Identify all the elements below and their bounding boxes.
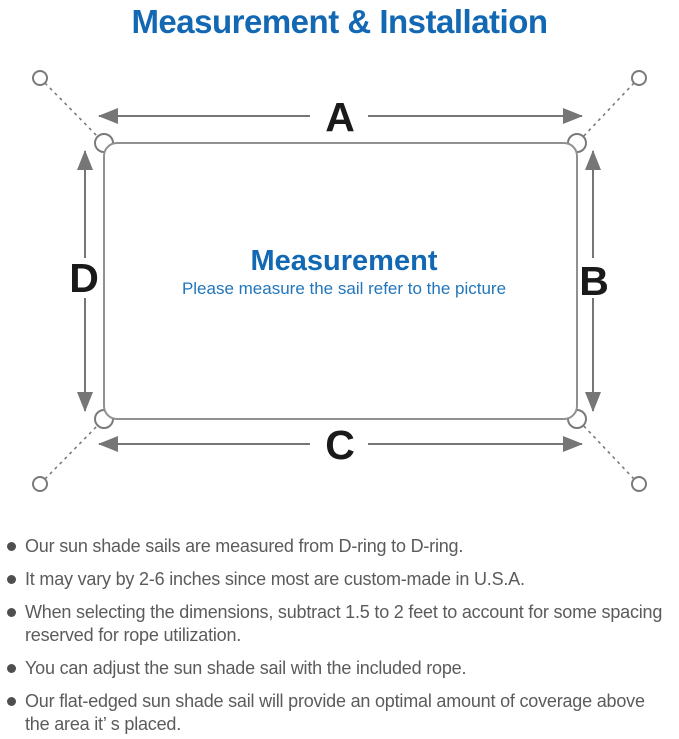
bullet-icon xyxy=(7,575,16,584)
note-item-subtract-spacing: When selecting the dimensions, subtract … xyxy=(7,601,676,647)
note-text: Our flat-edged sun shade sail will provi… xyxy=(25,691,645,734)
dimension-label-a: A xyxy=(325,94,355,140)
page-title: Measurement & Installation xyxy=(131,3,548,40)
bullet-icon xyxy=(7,608,16,617)
anchor-point-top-left xyxy=(32,70,48,86)
diagram-heading: Measurement xyxy=(251,245,438,277)
bullet-icon xyxy=(7,542,16,551)
diagram-subheading: Please measure the sail refer to the pic… xyxy=(182,279,506,298)
dimension-label-d: D xyxy=(69,255,99,301)
note-text: It may vary by 2-6 inches since most are… xyxy=(25,569,525,589)
note-text: When selecting the dimensions, subtract … xyxy=(25,602,663,645)
anchor-point-bottom-right xyxy=(631,476,647,492)
rope-dashed-top-right xyxy=(579,82,635,141)
note-text: You can adjust the sun shade sail with t… xyxy=(25,658,467,678)
note-item-measured-dring: Our sun shade sails are measured from D-… xyxy=(7,535,676,558)
rope-dashed-bottom-right xyxy=(579,421,635,480)
bullet-icon xyxy=(7,697,16,706)
notes-list: Our sun shade sails are measured from D-… xyxy=(7,535,676,739)
note-item-adjust-rope: You can adjust the sun shade sail with t… xyxy=(7,657,676,680)
rope-dashed-top-left xyxy=(44,82,102,141)
sail-outline xyxy=(103,142,578,420)
bullet-icon xyxy=(7,664,16,673)
note-text: Our sun shade sails are measured from D-… xyxy=(25,536,464,556)
anchor-point-bottom-left xyxy=(32,476,48,492)
dimension-label-c: C xyxy=(325,422,355,468)
dimension-label-b: B xyxy=(579,258,609,304)
note-item-flat-edged-coverage: Our flat-edged sun shade sail will provi… xyxy=(7,690,676,736)
note-item-vary-inches: It may vary by 2-6 inches since most are… xyxy=(7,568,676,591)
anchor-point-top-right xyxy=(631,70,647,86)
rope-dashed-bottom-left xyxy=(44,421,102,480)
